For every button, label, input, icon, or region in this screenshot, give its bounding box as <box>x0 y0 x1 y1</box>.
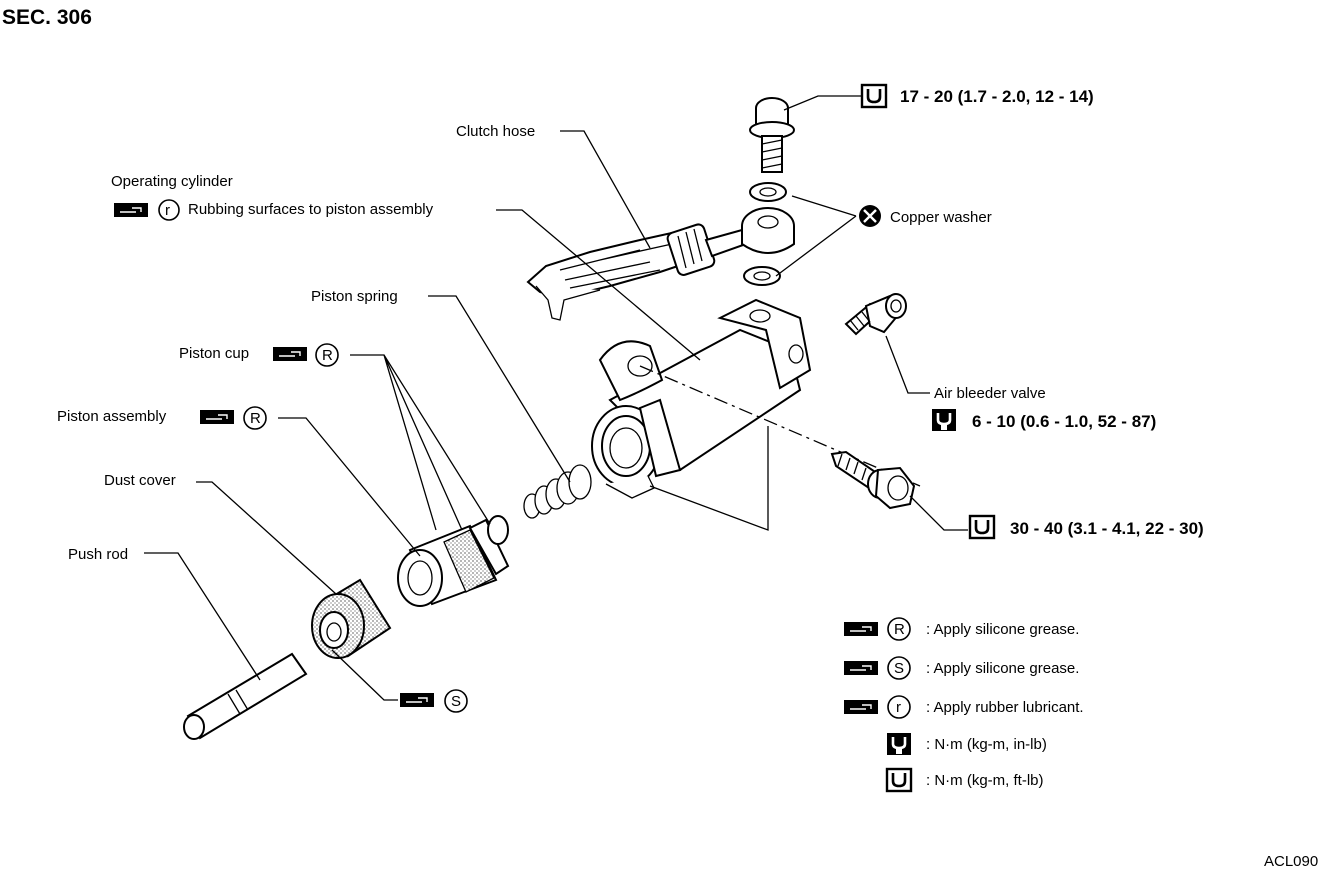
piston-assembly-grease-icon <box>199 409 235 425</box>
piston-assembly-symbol-letter: R <box>250 410 261 427</box>
air-bleeder-torque: 6 - 10 (0.6 - 1.0, 52 - 87) <box>972 412 1156 431</box>
copper-washers-part <box>741 182 795 286</box>
legend-grease-icon <box>843 660 879 676</box>
legend-row-silicone-r: R : Apply silicone grease. <box>843 617 1079 641</box>
replace-part-cross <box>863 209 877 223</box>
piston-spring-part <box>523 464 592 519</box>
piston-cup-symbol-letter: R <box>322 347 333 364</box>
legend-text: : N·m (kg-m, in-lb) <box>926 736 1047 753</box>
wrench-ftlb-icon <box>885 767 913 793</box>
mounting-bolt-torque: 30 - 40 (3.1 - 4.1, 22 - 30) <box>1010 519 1204 538</box>
piston-cup-label: Piston cup <box>179 345 249 362</box>
piston-assembly-part <box>397 515 510 607</box>
dust-cover-symbol-circle <box>444 689 468 713</box>
legend-symbol-circle <box>887 695 911 719</box>
legend-symbol-letter: S <box>894 660 904 677</box>
mounting-bolt-wrench-icon <box>968 514 996 540</box>
rubber-symbol-letter: r <box>165 202 170 219</box>
clutch-hose-label: Clutch hose <box>456 123 535 140</box>
copper-washer-label: Copper washer <box>890 209 992 226</box>
legend-grease-icon <box>843 621 879 637</box>
legend-row-inlb: : N·m (kg-m, in-lb) <box>885 731 1047 757</box>
piston-spring-label: Piston spring <box>311 288 398 305</box>
legend: R : Apply silicone grease. S : Apply sil… <box>843 617 1084 793</box>
push-rod-part <box>183 652 308 740</box>
push-rod-label: Push rod <box>68 546 128 563</box>
legend-row-silicone-s: S : Apply silicone grease. <box>843 656 1079 680</box>
air-bleeder-valve-label: Air bleeder valve <box>934 385 1046 402</box>
legend-text: : Apply rubber lubricant. <box>926 699 1084 716</box>
legend-grease-icon <box>843 699 879 715</box>
legend-symbol-circle <box>887 656 911 680</box>
piston-assembly-symbol-circle <box>243 406 267 430</box>
dust-cover-part <box>311 578 392 659</box>
rubbing-surfaces-label: Rubbing surfaces to piston assembly <box>188 201 434 218</box>
legend-text: : Apply silicone grease. <box>926 621 1079 638</box>
operating-cylinder-part <box>591 298 921 531</box>
union-bolt-torque: 17 - 20 (1.7 - 2.0, 12 - 14) <box>900 87 1094 106</box>
operating-cylinder-label: Operating cylinder <box>111 173 233 190</box>
legend-row-ftlb: : N·m (kg-m, ft-lb) <box>885 767 1044 793</box>
dust-cover-label: Dust cover <box>104 472 176 489</box>
union-bolt-wrench-icon <box>860 83 888 109</box>
figure-id: ACL090 <box>1264 853 1318 870</box>
piston-cup-grease-icon <box>272 346 308 362</box>
piston-cup-symbol-circle <box>315 343 339 367</box>
legend-symbol-letter: r <box>896 699 901 716</box>
dust-cover-symbol-letter: S <box>451 693 461 710</box>
legend-symbol-letter: R <box>894 621 905 638</box>
legend-text: : N·m (kg-m, ft-lb) <box>926 772 1044 789</box>
air-bleeder-wrench-icon <box>930 407 958 433</box>
rubber-symbol-circle <box>158 199 180 221</box>
section-code: SEC. 306 <box>2 6 92 29</box>
legend-text: : Apply silicone grease. <box>926 660 1079 677</box>
dust-cover-grease-icon <box>399 692 435 708</box>
leader-lines <box>144 95 968 701</box>
mounting-bolt-part <box>830 450 916 510</box>
legend-row-rubber: r : Apply rubber lubricant. <box>843 695 1084 719</box>
piston-assembly-label: Piston assembly <box>57 408 167 425</box>
rubber-grease-icon <box>113 202 149 218</box>
air-bleeder-valve-part <box>844 293 907 336</box>
legend-symbol-circle <box>887 617 911 641</box>
clutch-hose-part <box>526 223 748 321</box>
wrench-inlb-icon <box>885 731 913 757</box>
